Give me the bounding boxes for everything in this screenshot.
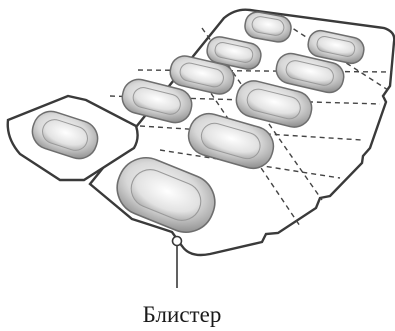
callout-label: Блистер bbox=[142, 302, 222, 327]
callout-marker bbox=[171, 235, 183, 247]
pill-5 bbox=[169, 55, 235, 95]
pill-6 bbox=[235, 80, 313, 128]
pill-detached bbox=[31, 110, 99, 160]
pill-1 bbox=[244, 11, 292, 43]
pill-3 bbox=[206, 36, 262, 70]
pill-4 bbox=[275, 52, 345, 94]
pill-8 bbox=[187, 112, 275, 170]
pill-2 bbox=[307, 29, 365, 65]
pill-9 bbox=[116, 157, 216, 233]
pill-7 bbox=[121, 78, 193, 124]
